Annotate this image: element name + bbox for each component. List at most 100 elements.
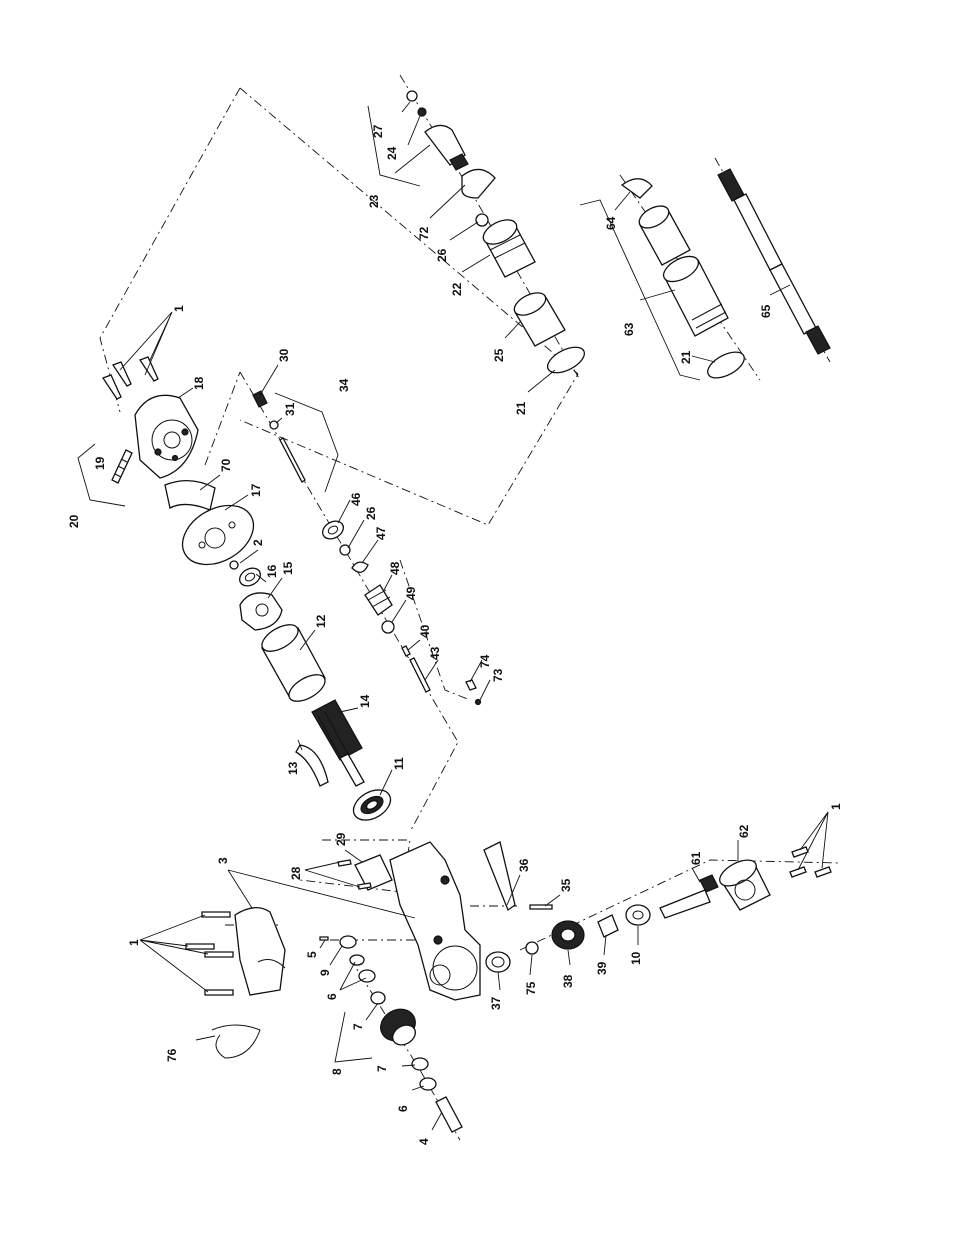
valve-19 — [111, 449, 133, 484]
pin-34 — [279, 437, 306, 483]
callout-26b: 26 — [435, 248, 449, 262]
callout-1c: 1 — [829, 803, 843, 810]
callout-9: 9 — [318, 969, 332, 976]
cover-3 — [234, 907, 286, 996]
washer-24 — [417, 107, 427, 117]
callout-6b: 6 — [396, 1105, 410, 1112]
callout-16: 16 — [265, 564, 279, 578]
o-ring-26a — [339, 544, 351, 556]
callout-34: 34 — [337, 378, 351, 392]
bearing-10 — [625, 904, 651, 926]
callout-62: 62 — [737, 824, 751, 838]
exhaust-deflector-72 — [461, 168, 496, 199]
callout-28: 28 — [289, 866, 303, 880]
callout-8: 8 — [330, 1068, 344, 1075]
callout-27: 27 — [371, 124, 385, 138]
callout-4: 4 — [417, 1138, 431, 1145]
lever-36 — [483, 841, 516, 912]
callout-36: 36 — [517, 858, 531, 872]
rotor-14 — [311, 699, 365, 787]
callout-14: 14 — [358, 694, 372, 708]
callout-75: 75 — [524, 981, 538, 995]
rear-plate-17 — [181, 504, 255, 566]
callout-5: 5 — [305, 951, 319, 958]
callout-72: 72 — [417, 226, 431, 240]
callout-43: 43 — [428, 646, 442, 660]
motor-assembly — [77, 356, 392, 821]
callout-21a: 21 — [514, 401, 528, 415]
callout-17: 17 — [249, 483, 263, 497]
o-ring-49 — [381, 620, 395, 634]
washer-6a — [349, 954, 365, 966]
o-ring-21b — [707, 351, 745, 379]
callout-20: 20 — [67, 514, 81, 528]
front-end-plate-15 — [239, 592, 283, 631]
callout-1b: 1 — [127, 939, 141, 946]
screws-1-top — [102, 356, 159, 400]
callout-3: 3 — [216, 857, 230, 864]
gear-train — [319, 935, 463, 1133]
shaft-4 — [435, 1096, 463, 1133]
gear-8 — [380, 1008, 416, 1046]
callout-21b: 21 — [679, 350, 693, 364]
washer-75 — [525, 941, 539, 955]
callout-11: 11 — [392, 757, 406, 770]
callout-6a: 6 — [325, 993, 339, 1000]
cylinder-12 — [261, 624, 326, 702]
callout-49: 49 — [404, 586, 418, 600]
gasket-70 — [164, 480, 216, 511]
callout-23: 23 — [367, 194, 381, 208]
callout-1a: 1 — [172, 305, 186, 312]
callout-10: 10 — [629, 951, 643, 965]
bearing-7a — [370, 991, 386, 1005]
ring-64 — [620, 178, 653, 199]
extension-shaft-65 — [717, 168, 831, 355]
callout-7a: 7 — [351, 1023, 365, 1030]
callout-22: 22 — [450, 282, 464, 296]
pin-5 — [319, 936, 329, 941]
housing-22 — [482, 219, 536, 278]
bearing-37 — [485, 951, 511, 973]
callout-61: 61 — [689, 851, 703, 865]
callout-40: 40 — [418, 624, 432, 638]
bushing-39 — [597, 914, 619, 938]
callout-37: 37 — [489, 996, 503, 1010]
screws-1-left — [185, 911, 234, 996]
callout-73: 73 — [491, 668, 505, 682]
bushing-46 — [322, 520, 344, 540]
ring-2 — [229, 560, 239, 570]
callout-74: 74 — [478, 654, 492, 668]
callout-15: 15 — [281, 561, 295, 575]
screws-1-right — [789, 846, 832, 878]
callout-46: 46 — [349, 492, 363, 506]
callout-47: 47 — [374, 526, 388, 540]
clip-76 — [211, 1024, 261, 1059]
callout-31: 31 — [283, 402, 297, 416]
bracket-8 — [334, 1011, 373, 1063]
callout-24: 24 — [385, 146, 399, 160]
washer-6c — [419, 1077, 437, 1091]
callout-19: 19 — [93, 456, 107, 470]
callout-35: 35 — [559, 878, 573, 892]
o-ring-26b — [475, 213, 489, 227]
throttle-valve-48 — [364, 584, 393, 616]
bracket-34 — [274, 392, 339, 493]
callout-26a: 26 — [364, 506, 378, 520]
o-ring-21a — [546, 346, 586, 374]
inlet-assembly — [367, 90, 586, 374]
extension-housing-63 — [662, 255, 729, 337]
callout-63: 63 — [622, 322, 636, 336]
callout-39: 39 — [595, 961, 609, 975]
callout-29: 29 — [334, 832, 348, 846]
bracket-23 — [367, 105, 421, 187]
rod-43 — [409, 657, 431, 693]
callout-70: 70 — [219, 458, 233, 472]
bevel-gear-38 — [551, 920, 585, 950]
callout-64: 64 — [604, 216, 618, 230]
clip-47 — [351, 561, 369, 573]
bracket-63 — [579, 199, 701, 381]
pin-35 — [529, 904, 553, 910]
callout-labels: 1 18 19 20 70 17 2 16 15 12 14 13 11 30 … — [67, 124, 843, 1145]
plate-29 — [337, 854, 393, 891]
